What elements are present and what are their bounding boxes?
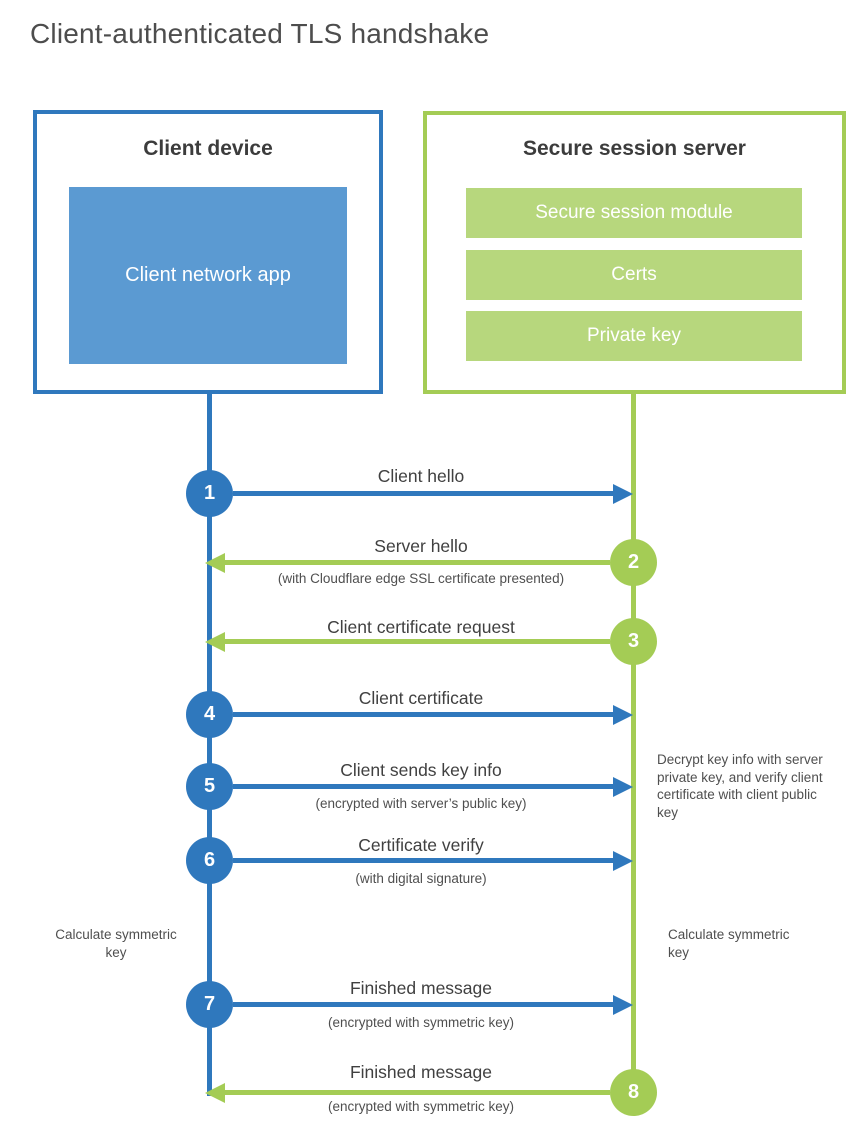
step4-arrowhead-right-icon xyxy=(613,705,633,725)
step5-label: Client sends key info xyxy=(340,760,502,780)
step7-arrowhead-right-icon xyxy=(613,995,633,1015)
client-calculate-symmetric-key-note: Calculate symmetric key xyxy=(55,927,177,960)
step7-sublabel: (encrypted with symmetric key) xyxy=(327,1015,515,1030)
server-calculate-symmetric-key-note: Calculate symmetric key xyxy=(668,927,790,960)
step4-label: Client certificate xyxy=(358,688,484,708)
server-heading: Secure session server xyxy=(523,137,746,160)
step1-arrow-line xyxy=(233,491,613,496)
step1-circle: 1 xyxy=(186,470,233,517)
step5-sublabel: (encrypted with server’s public key) xyxy=(315,796,527,811)
server-lifeline xyxy=(631,394,636,1070)
client-network-app-box: Client network app xyxy=(69,187,347,364)
step8-arrowhead-left-icon xyxy=(205,1083,225,1103)
step5-arrowhead-right-icon xyxy=(613,777,633,797)
step6-sublabel: (with digital signature) xyxy=(355,871,487,886)
step3-label: Client certificate request xyxy=(327,617,515,637)
step4-circle: 4 xyxy=(186,691,233,738)
step5-circle: 5 xyxy=(186,763,233,810)
step8-circle: 8 xyxy=(610,1069,657,1116)
step7-label: Finished message xyxy=(349,978,493,998)
step2-circle: 2 xyxy=(610,539,657,586)
step3-arrowhead-left-icon xyxy=(205,632,225,652)
step6-arrowhead-right-icon xyxy=(613,851,633,871)
client-lifeline xyxy=(207,394,212,1096)
server-module-private-key: Private key xyxy=(466,311,802,361)
step2-label: Server hello xyxy=(374,536,468,556)
server-module-certs: Certs xyxy=(466,250,802,300)
step4-arrow-line xyxy=(233,712,613,717)
step1-label: Client hello xyxy=(377,466,465,486)
step7-arrow-line xyxy=(233,1002,613,1007)
step8-arrow-line xyxy=(225,1090,610,1095)
step3-arrow-line xyxy=(225,639,610,644)
step2-arrowhead-left-icon xyxy=(205,553,225,573)
step2-arrow-line xyxy=(225,560,610,565)
step7-circle: 7 xyxy=(186,981,233,1028)
step5-arrow-line xyxy=(233,784,613,789)
server-module-secure-session: Secure session module xyxy=(466,188,802,238)
page-title: Client-authenticated TLS handshake xyxy=(30,18,490,49)
step6-arrow-line xyxy=(233,858,613,863)
step1-arrowhead-right-icon xyxy=(613,484,633,504)
step6-label: Certificate verify xyxy=(358,835,484,855)
client-network-app-label: Client network app xyxy=(125,264,291,286)
step8-sublabel: (encrypted with symmetric key) xyxy=(327,1099,515,1114)
server-decrypt-note: Decrypt key info with server private key… xyxy=(657,752,823,820)
step3-circle: 3 xyxy=(610,618,657,665)
step2-sublabel: (with Cloudflare edge SSL certificate pr… xyxy=(277,571,565,586)
client-device-heading: Client device xyxy=(143,137,273,160)
step8-label: Finished message xyxy=(349,1062,493,1082)
step6-circle: 6 xyxy=(186,837,233,884)
